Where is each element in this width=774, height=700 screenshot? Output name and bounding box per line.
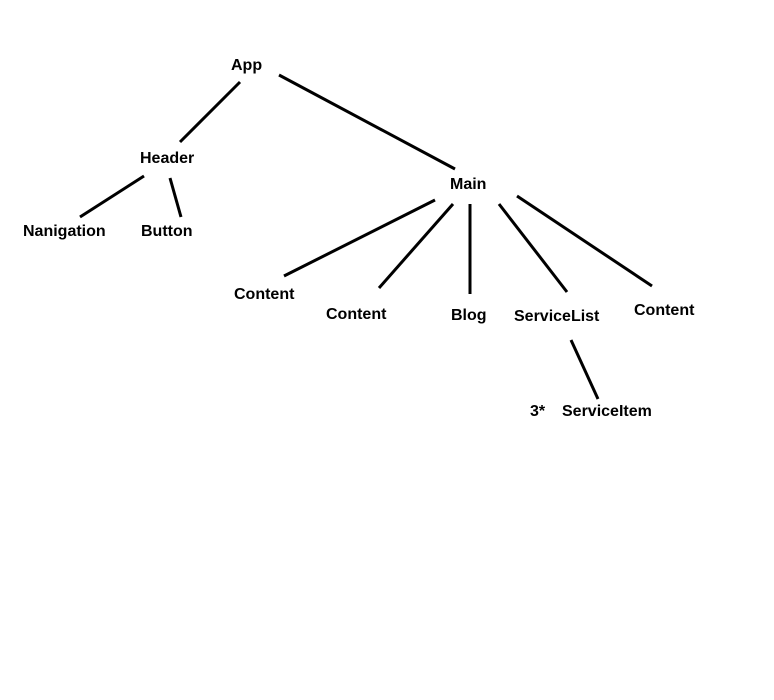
serviceitem-count: 3* <box>530 403 546 420</box>
node-navigation: Nanigation <box>23 223 106 240</box>
node-button: Button <box>141 223 193 240</box>
node-blog: Blog <box>451 307 487 324</box>
edge-main-content-1 <box>283 198 436 278</box>
edge-header-button <box>168 177 183 218</box>
node-serviceitem: ServiceItem <box>562 403 652 420</box>
edge-header-navigation <box>79 174 145 219</box>
edge-app-header <box>178 80 242 144</box>
node-header: Header <box>140 150 195 167</box>
edge-app-main <box>278 73 456 171</box>
edge-main-content-3 <box>516 194 653 288</box>
node-main: Main <box>450 176 487 193</box>
node-content-1: Content <box>234 286 295 303</box>
edge-main-content-2 <box>377 203 455 289</box>
edge-servicelist-serviceitem <box>569 339 600 400</box>
node-servicelist: ServiceList <box>514 308 600 325</box>
node-app: App <box>231 57 263 74</box>
node-content-3: Content <box>634 302 695 319</box>
edge-main-servicelist <box>497 203 569 293</box>
node-content-2: Content <box>326 306 387 323</box>
